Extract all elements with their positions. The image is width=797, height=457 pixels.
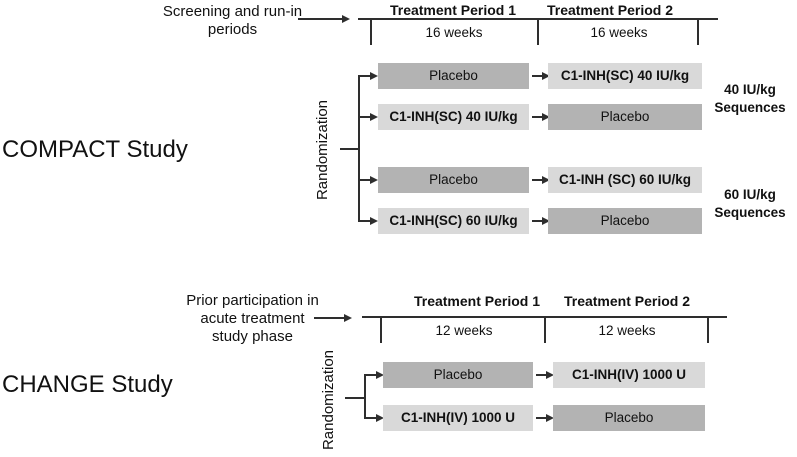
compact-row1-period1-box: Placebo xyxy=(378,63,529,89)
compact-prephase-arrow xyxy=(298,18,342,20)
change-randomization-trunk-line xyxy=(364,374,366,419)
change-period2-duration: 12 weeks xyxy=(598,323,656,338)
change-row2-period2-box: Placebo xyxy=(553,405,705,431)
change-row1-period2-box: C1-INH(IV) 1000 U xyxy=(553,362,705,388)
change-prephase-line2: acute treatment xyxy=(200,310,305,327)
change-period2-header: Treatment Period 2 xyxy=(563,293,691,309)
change-timeline-tick-start xyxy=(380,316,382,343)
compact-branch-arrow-1 xyxy=(358,75,370,77)
change-timeline-tick-end xyxy=(707,316,709,343)
change-row1-period1-box: Placebo xyxy=(383,362,533,388)
compact-prephase-line2: periods xyxy=(207,21,258,38)
change-row2-period1-box: C1-INH(IV) 1000 U xyxy=(383,405,533,431)
change-randomization-label: Randomization xyxy=(320,349,337,451)
compact-timeline-tick-end xyxy=(697,18,699,45)
compact-randomization-feed-line xyxy=(340,148,359,150)
compact-timeline-tick-mid xyxy=(537,18,539,45)
compact-40iukg-line1: 40 IU/kg xyxy=(724,82,776,97)
compact-prephase-line1: Screening and run-in xyxy=(162,3,303,20)
compact-period1-duration: 16 weeks xyxy=(425,25,483,40)
compact-row4-arrow xyxy=(532,220,542,222)
compact-60iukg-sequences-label: 60 IU/kg Sequences xyxy=(703,186,797,222)
change-branch-arrow-1 xyxy=(364,374,376,376)
compact-branch-arrow-4 xyxy=(358,220,370,222)
compact-row3-period1-box: Placebo xyxy=(378,167,529,193)
compact-branch-arrow-2 xyxy=(358,116,370,118)
change-timeline-tick-mid xyxy=(544,316,546,343)
compact-40iukg-line2: Sequences xyxy=(714,100,786,115)
compact-row2-arrow xyxy=(532,116,542,118)
change-study-title: CHANGE Study xyxy=(2,371,173,398)
compact-row3-arrow xyxy=(532,179,542,181)
compact-row4-period1-box: C1-INH(SC) 60 IU/kg xyxy=(378,208,529,234)
compact-timeline-tick-start xyxy=(370,18,372,45)
compact-row2-period1-box: C1-INH(SC) 40 IU/kg xyxy=(378,104,529,130)
change-prephase-line3: study phase xyxy=(212,328,293,345)
compact-branch-arrow-3 xyxy=(358,179,370,181)
compact-row2-period2-box: Placebo xyxy=(548,104,702,130)
compact-60iukg-line1: 60 IU/kg xyxy=(724,187,776,202)
compact-40iukg-sequences-label: 40 IU/kg Sequences xyxy=(703,81,797,117)
change-row2-arrow xyxy=(536,417,546,419)
compact-randomization-label: Randomization xyxy=(314,99,331,201)
change-branch-arrow-2 xyxy=(364,417,376,419)
change-prephase-arrow xyxy=(314,317,344,319)
compact-row3-period2-box: C1-INH (SC) 60 IU/kg xyxy=(548,167,702,193)
compact-row4-period2-box: Placebo xyxy=(548,208,702,234)
compact-row1-period2-box: C1-INH(SC) 40 IU/kg xyxy=(548,63,702,89)
compact-study-title: COMPACT Study xyxy=(2,136,188,163)
change-period1-header: Treatment Period 1 xyxy=(413,293,541,309)
compact-period2-header: Treatment Period 2 xyxy=(546,2,674,18)
compact-60iukg-line2: Sequences xyxy=(714,205,786,220)
change-prephase-line1: Prior participation in xyxy=(186,292,319,309)
compact-period2-duration: 16 weeks xyxy=(590,25,648,40)
change-prephase-label: Prior participation in acute treatment s… xyxy=(160,292,345,346)
change-randomization-feed-line xyxy=(345,397,365,399)
change-period1-duration: 12 weeks xyxy=(435,323,493,338)
compact-randomization-trunk-line xyxy=(358,75,360,222)
compact-prephase-label: Screening and run-in periods xyxy=(140,3,325,39)
change-row1-arrow xyxy=(536,374,546,376)
compact-row1-arrow xyxy=(532,75,542,77)
compact-period1-header: Treatment Period 1 xyxy=(389,2,517,18)
